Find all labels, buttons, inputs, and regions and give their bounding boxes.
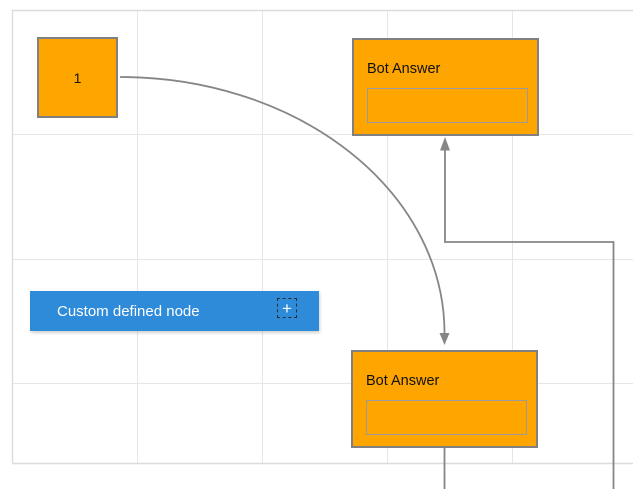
node-start[interactable]: 1: [37, 37, 118, 118]
connector-curve-start-to-bottom-node[interactable]: [119, 76, 450, 345]
connector-orthogonal-bottom-to-top-node[interactable]: [440, 137, 615, 489]
node-title: Bot Answer: [367, 61, 441, 77]
node-bot-answer-top[interactable]: Bot Answer: [352, 38, 539, 136]
node-title: Bot Answer: [366, 373, 440, 389]
page-border: [11, 9, 633, 465]
bot-answer-input[interactable]: [366, 400, 527, 435]
arrowhead-up-icon: [440, 137, 450, 151]
arrowhead-down-icon: [439, 333, 450, 345]
node-bot-answer-bottom[interactable]: Bot Answer: [351, 350, 538, 448]
add-port-button[interactable]: +: [277, 298, 297, 318]
custom-node-label: Custom defined node: [57, 302, 200, 320]
node-custom-defined[interactable]: Custom defined node +: [30, 291, 319, 331]
bot-answer-input[interactable]: [367, 88, 528, 123]
node-start-label: 1: [73, 69, 82, 86]
